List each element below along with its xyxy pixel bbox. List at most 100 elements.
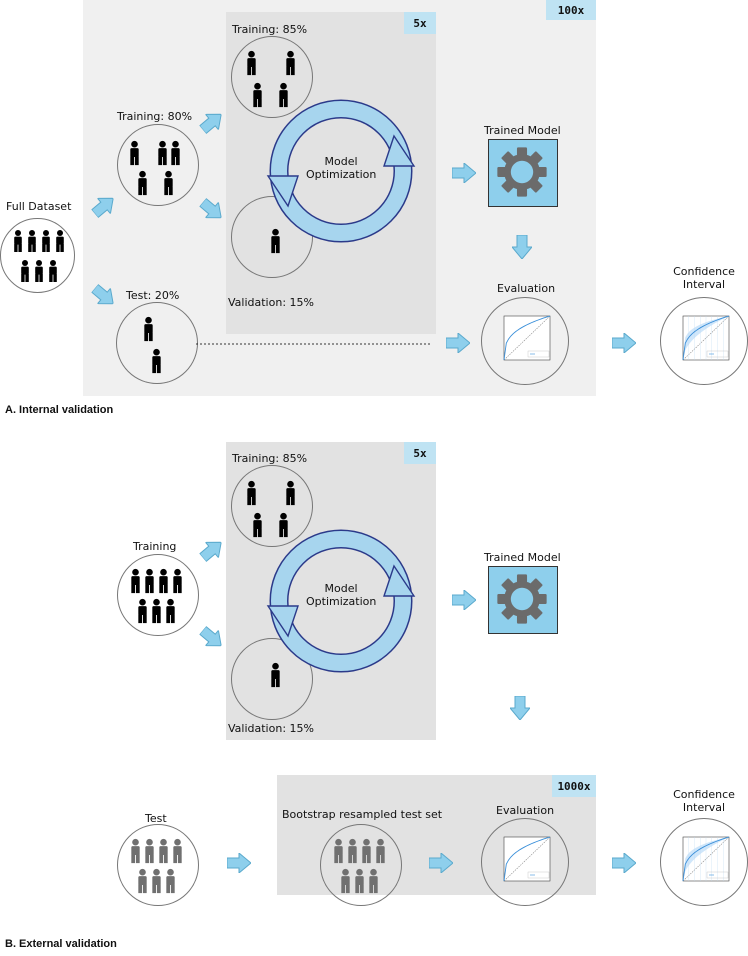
external-trained-model-label: Trained Model (484, 551, 561, 564)
person-icon (131, 838, 140, 864)
person-icon (159, 838, 168, 864)
arrow-a-training-to-cv-training (200, 112, 224, 132)
roc-curve (682, 836, 730, 882)
internal-section-label: A. Internal validation (5, 404, 114, 416)
person-icon (14, 230, 22, 252)
person-icon (138, 598, 147, 624)
person-icon (145, 838, 154, 864)
internal-cv-validation-circle (231, 196, 313, 278)
external-section-label: B. External validation (5, 938, 117, 950)
person-icon (49, 260, 57, 282)
person-icon (130, 140, 139, 166)
plot-frame (503, 836, 551, 882)
gear-hole (510, 160, 534, 184)
internal-trained-model-label: Trained Model (484, 124, 561, 137)
internal-confidence-label: Confidence Interval (673, 265, 735, 291)
person-icon (253, 82, 262, 108)
person-icon (271, 228, 280, 254)
external-cv-repeat-badge: 5x (404, 442, 436, 464)
external-bootstrap-repeat-badge: 1000x (552, 775, 596, 797)
person-icon (348, 838, 357, 864)
person-icon (341, 868, 350, 894)
external-evaluation-label: Evaluation (496, 804, 555, 817)
internal-test-circle (116, 302, 198, 384)
person-icon (173, 838, 182, 864)
full-dataset-label: Full Dataset (6, 200, 72, 213)
external-cv-training-circle (231, 465, 313, 547)
person-icon (286, 50, 295, 76)
internal-training-label: Training: 80% (117, 110, 193, 123)
person-icon (152, 348, 161, 374)
person-icon (279, 82, 288, 108)
person-icon (144, 316, 153, 342)
external-training-label: Training (133, 540, 177, 553)
person-icon (56, 230, 64, 252)
gear-hole (510, 587, 534, 611)
arrow-b-training-to-cv-validation (200, 628, 224, 648)
roc-curve (503, 836, 551, 882)
person-icon (247, 50, 256, 76)
arrow-a-training-to-cv-validation (200, 200, 224, 220)
arrow-b-model-down (508, 698, 532, 718)
person-icon (159, 568, 168, 594)
roc-curve (503, 315, 551, 361)
external-confidence-label: Confidence Interval (673, 788, 735, 814)
chance-line (682, 836, 730, 882)
full-dataset-circle (0, 218, 75, 293)
person-icon (362, 838, 371, 864)
internal-optimization-cycle (266, 99, 416, 243)
legend-box (527, 350, 550, 358)
person-icon (171, 140, 180, 166)
internal-confidence-plot (682, 315, 730, 361)
person-icon (334, 838, 343, 864)
external-confidence-plot (682, 836, 730, 882)
plot-frame (503, 315, 551, 361)
person-icon (173, 568, 182, 594)
person-icon (152, 868, 161, 894)
internal-cv-validation-label: Validation: 15% (228, 296, 314, 309)
internal-cv-training-circle (231, 36, 313, 118)
person-icon (145, 568, 154, 594)
external-test-label: Test (145, 812, 167, 825)
internal-evaluation-label: Evaluation (497, 282, 556, 295)
person-icon (166, 598, 175, 624)
arrow-b-evaluation-to-confidence (612, 853, 636, 873)
internal-evaluation-circle (481, 297, 569, 385)
legend-box (706, 871, 729, 879)
chance-line (503, 836, 551, 882)
arrow-b-to-trained-model (452, 590, 476, 610)
person-icon (131, 568, 140, 594)
person-icon (42, 230, 50, 252)
person-icon (376, 838, 385, 864)
legend-box (706, 350, 729, 358)
internal-training-circle (117, 124, 199, 206)
person-icon (286, 480, 295, 506)
arrow-a-to-trained-model (452, 163, 476, 183)
person-icon (35, 260, 43, 282)
internal-cv-training-label: Training: 85% (232, 23, 308, 36)
arrow-full-to-test (92, 286, 116, 306)
person-icon (28, 230, 36, 252)
person-icon (369, 868, 378, 894)
internal-test-to-evaluation-line (196, 343, 430, 345)
external-roc-plot (503, 836, 551, 882)
external-bootstrap-circle (320, 824, 402, 906)
internal-test-label: Test: 20% (126, 289, 180, 302)
chance-line (682, 315, 730, 361)
arrow-a-evaluation-to-confidence (612, 333, 636, 353)
external-cv-validation-label: Validation: 15% (228, 722, 314, 735)
external-training-circle (117, 554, 199, 636)
arrow-a-model-to-evaluation (510, 237, 534, 257)
person-icon (158, 140, 167, 166)
person-icon (166, 868, 175, 894)
external-bootstrap-label: Bootstrap resampled test set (282, 808, 443, 821)
roc-curve (682, 315, 730, 361)
arrow-b-test-to-bootstrap (227, 853, 251, 873)
person-icon (152, 598, 161, 624)
external-evaluation-circle (481, 818, 569, 906)
person-icon (138, 170, 147, 196)
arrow-full-to-training (92, 196, 116, 216)
person-icon (355, 868, 364, 894)
person-icon (279, 512, 288, 538)
person-icon (271, 662, 280, 688)
